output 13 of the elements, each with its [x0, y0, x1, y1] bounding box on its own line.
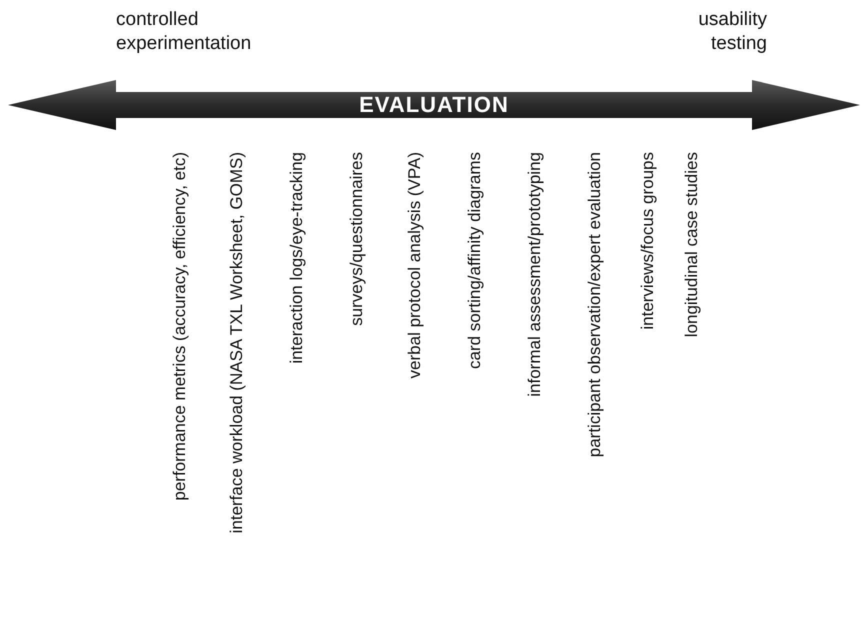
scale-end-label: controlled experimentation: [116, 8, 252, 56]
method-label: surveys/questionnaires: [347, 152, 367, 326]
method-label: interface workload (NASA TXL Worksheet, GOMS): [227, 152, 247, 534]
method-label: participant observation/expert evaluation: [585, 152, 605, 458]
scale-end-label: usability testing: [697, 8, 767, 56]
method-label: longitudinal case studies: [682, 152, 702, 338]
method-label: card sorting/affinity diagrams: [465, 152, 485, 370]
method-label: performance metrics (accuracy, efficiency, etc): [170, 152, 190, 501]
method-label: interaction logs/eye-tracking: [287, 152, 307, 364]
method-label: verbal protocol analysis (VPA): [405, 152, 425, 378]
arrow-label: EVALUATION: [358, 93, 510, 117]
method-label: interviews/focus groups: [638, 152, 658, 330]
method-label: informal assessment/prototyping: [525, 152, 545, 397]
